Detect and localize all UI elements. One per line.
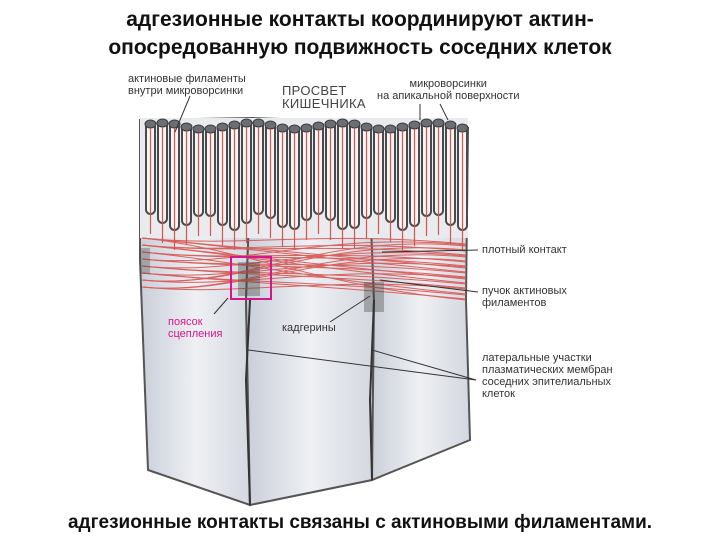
microvillus-tip	[277, 124, 288, 132]
microvillus-tip	[145, 120, 156, 128]
microvillus-tip	[361, 123, 372, 131]
label-microvilli-apical: микроворсинки на апикальной поверхности	[377, 78, 519, 102]
microvillus-tip	[433, 119, 444, 127]
microvillus-tip	[397, 123, 408, 131]
junction-left	[238, 262, 260, 296]
label-actin-bundle: пучок актиновых филаментов	[482, 285, 567, 309]
microvillus-tip	[193, 125, 204, 133]
junction-edge	[140, 248, 150, 274]
microvillus-tip	[385, 125, 396, 133]
label-adhesion-belt: поясок сцепления	[168, 316, 222, 340]
microvillus-tip	[337, 119, 348, 127]
label-actin-in-microvilli: актиновые филаменты внутри микроворсинки	[128, 73, 246, 97]
microvillus-tip	[373, 125, 384, 133]
leader-microvilli-2	[440, 104, 448, 120]
microvillus-tip	[349, 120, 360, 128]
microvillus-tip	[217, 123, 228, 131]
microvillus-tip	[157, 119, 168, 127]
microvillus-tip	[241, 119, 252, 127]
microvillus-tip	[265, 121, 276, 129]
microvillus-tip	[253, 119, 264, 127]
microvillus-tip	[229, 121, 240, 129]
microvillus-tip	[409, 121, 420, 129]
microvillus-tip	[445, 121, 456, 129]
microvillus-tip	[421, 119, 432, 127]
caption: адгезионные контакты связаны с актиновым…	[0, 512, 720, 534]
label-intestinal-lumen: ПРОСВЕТ КИШЕЧНИКА	[282, 84, 366, 110]
label-tight-junction: плотный контакт	[482, 244, 567, 256]
label-cadherins: кадгерины	[282, 322, 336, 334]
microvillus-tip	[205, 125, 216, 133]
microvillus-tip	[325, 120, 336, 128]
microvillus-tip	[301, 124, 312, 132]
microvillus-tip	[457, 124, 468, 132]
label-lateral-membranes: латеральные участки плазматических мембр…	[482, 352, 613, 400]
microvillus-tip	[313, 122, 324, 130]
microvillus-tip	[181, 123, 192, 131]
microvillus-tip	[289, 125, 300, 133]
